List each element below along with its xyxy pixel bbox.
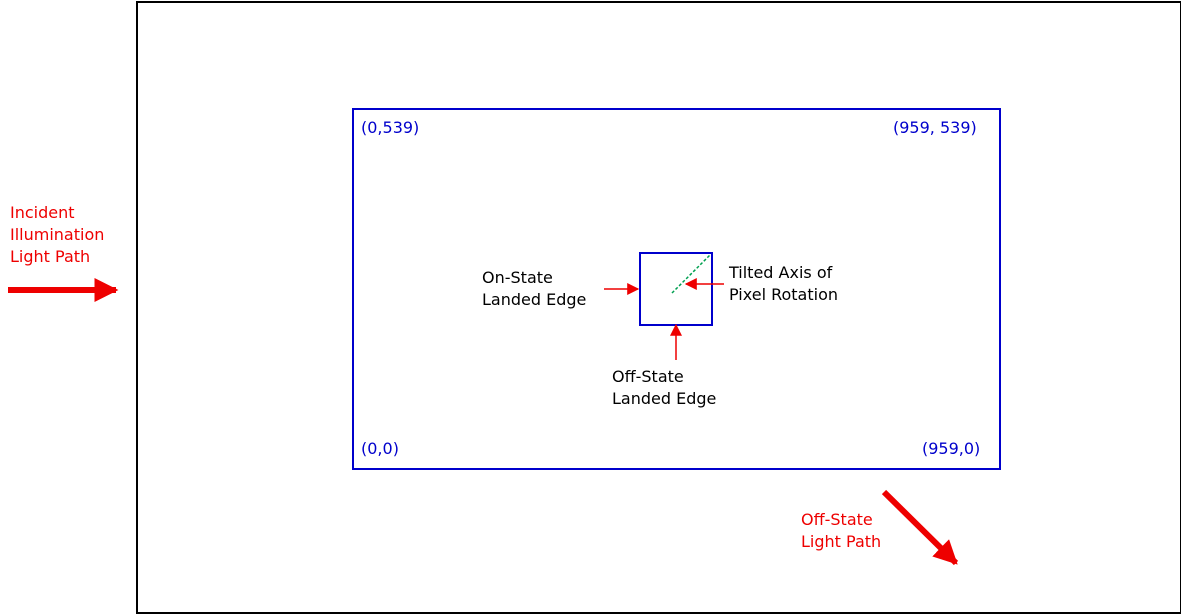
off-state-light-label: Off-State Light Path — [801, 509, 881, 553]
incident-light-label: Incident Illumination Light Path — [10, 202, 104, 268]
corner-label-bottom-left: (0,0) — [361, 439, 399, 458]
tilted-axis-label: Tilted Axis of Pixel Rotation — [729, 262, 838, 306]
tilted-axis-label-line1: Tilted Axis of — [729, 263, 833, 282]
incident-light-label-line1: Incident — [10, 203, 75, 222]
on-state-edge-label-line1: On-State — [482, 268, 553, 287]
pixel-mirror — [639, 252, 713, 326]
incident-light-label-line2: Illumination — [10, 225, 105, 244]
off-state-edge-label-line2: Landed Edge — [612, 389, 717, 408]
off-state-edge-label-line1: Off-State — [612, 367, 684, 386]
corner-label-top-right: (959, 539) — [893, 118, 977, 137]
incident-light-label-line3: Light Path — [10, 247, 91, 266]
corner-label-bottom-right: (959,0) — [922, 439, 981, 458]
off-state-light-label-line1: Off-State — [801, 510, 873, 529]
corner-label-top-left: (0,539) — [361, 118, 420, 137]
micromirror-array-outline — [352, 108, 1001, 470]
off-state-edge-label: Off-State Landed Edge — [612, 366, 716, 410]
on-state-edge-label-line2: Landed Edge — [482, 290, 587, 309]
off-state-light-label-line2: Light Path — [801, 532, 882, 551]
tilted-axis-label-line2: Pixel Rotation — [729, 285, 839, 304]
on-state-edge-label: On-State Landed Edge — [482, 267, 586, 311]
